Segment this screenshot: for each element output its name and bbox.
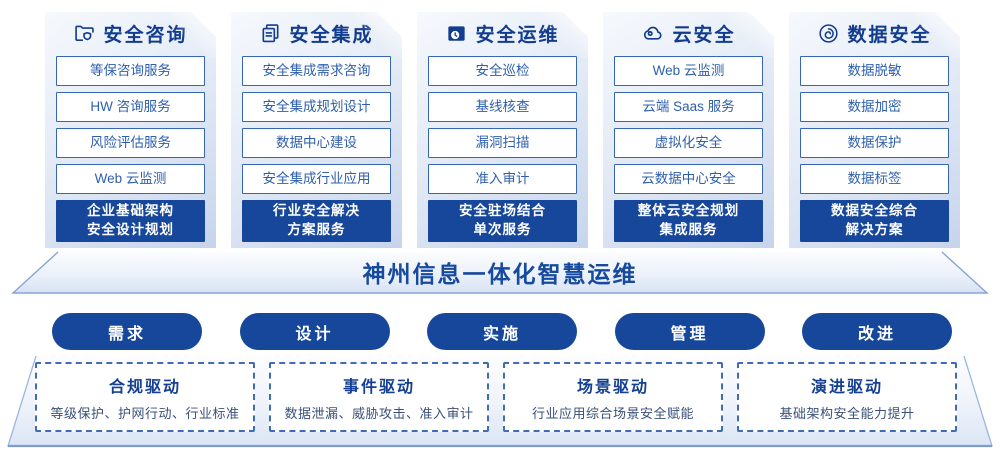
driver-desc: 数据泄漏、威胁攻击、准入审计 (284, 406, 474, 421)
driver-desc: 行业应用综合场景安全赋能 (531, 406, 694, 421)
highlight-line: 数据安全综合 (831, 203, 918, 219)
highlight-line: 安全驻场结合 (459, 203, 546, 219)
card-security-operations: 安全运维 安全巡检 基线核查 漏洞扫描 准入审计 安全驻场结合 单次服务 (417, 12, 588, 248)
service-item: Web 云监测 (614, 56, 763, 86)
highlight-line: 解决方案 (845, 222, 904, 237)
highlight-service: 行业安全解决 方案服务 (242, 200, 391, 242)
highlight-service: 企业基础架构 安全设计规划 (56, 200, 205, 242)
service-item: 数据脱敏 (800, 56, 949, 86)
folder-shield-icon (73, 22, 96, 45)
driver-desc: 等级保护、护网行动、行业标准 (50, 406, 240, 421)
highlight-service: 整体云安全规划 集成服务 (614, 200, 763, 242)
driver-title: 场景驱动 (576, 379, 649, 396)
service-item: 安全集成规划设计 (242, 92, 391, 122)
cloud-icon (641, 21, 665, 45)
cards-row: 安全咨询 等保咨询服务 HW 咨询服务 风险评估服务 Web 云监测 企业基础架… (45, 12, 960, 248)
data-spiral-icon (817, 22, 840, 45)
card-title: 安全集成 (289, 24, 374, 46)
card-title: 安全运维 (475, 24, 560, 46)
card-header: 安全咨询 (56, 16, 205, 50)
service-item: 基线核查 (428, 92, 577, 122)
pill-implementation: 实施 (427, 313, 577, 350)
drivers-row: 合规驱动 等级保护、护网行动、行业标准 事件驱动 数据泄漏、威胁攻击、准入审计 … (35, 362, 957, 432)
highlight-line: 整体云安全规划 (637, 203, 740, 219)
service-item: Web 云监测 (56, 164, 205, 194)
card-title: 数据安全 (847, 24, 932, 46)
service-item: 安全集成行业应用 (242, 164, 391, 194)
banner-platform-shape (11, 251, 989, 294)
card-data-security: 数据安全 数据脱敏 数据加密 数据保护 数据标签 数据安全综合 解决方案 (789, 12, 960, 248)
driver-event: 事件驱动 数据泄漏、威胁攻击、准入审计 (269, 362, 489, 432)
highlight-line: 单次服务 (473, 222, 532, 237)
service-item: 数据加密 (800, 92, 949, 122)
service-item: HW 咨询服务 (56, 92, 205, 122)
highlight-line: 集成服务 (659, 222, 718, 237)
documents-icon (259, 22, 282, 45)
driver-title: 演进驱动 (810, 379, 883, 396)
service-item: 安全集成需求咨询 (242, 56, 391, 86)
card-header: 数据安全 (800, 16, 949, 50)
pill-improvement: 改进 (802, 313, 952, 350)
card-security-integration: 安全集成 安全集成需求咨询 安全集成规划设计 数据中心建设 安全集成行业应用 行… (231, 12, 402, 248)
pill-design: 设计 (239, 313, 390, 350)
pill-management: 管理 (614, 313, 765, 350)
driver-evolution: 演进驱动 基础架构安全能力提升 (737, 362, 957, 432)
driver-desc: 基础架构安全能力提升 (779, 406, 915, 421)
service-item: 虚拟化安全 (614, 128, 763, 158)
service-item: 数据保护 (800, 128, 949, 158)
highlight-service: 安全驻场结合 单次服务 (428, 200, 577, 242)
service-item: 数据标签 (800, 164, 949, 194)
highlight-line: 安全设计规划 (87, 222, 174, 237)
card-title: 安全咨询 (103, 24, 188, 46)
driver-compliance: 合规驱动 等级保护、护网行动、行业标准 (35, 362, 255, 432)
service-item: 云数据中心安全 (614, 164, 763, 194)
service-item: 安全巡检 (428, 56, 577, 86)
service-item: 云端 Saas 服务 (614, 92, 763, 122)
card-security-consulting: 安全咨询 等保咨询服务 HW 咨询服务 风险评估服务 Web 云监测 企业基础架… (45, 12, 216, 248)
card-header: 云安全 (614, 16, 763, 50)
card-cloud-security: 云安全 Web 云监测 云端 Saas 服务 虚拟化安全 云数据中心安全 整体云… (603, 12, 774, 248)
driver-title: 合规驱动 (108, 379, 181, 396)
folder-clock-icon (445, 22, 468, 45)
card-header: 安全集成 (242, 16, 391, 50)
service-item: 准入审计 (428, 164, 577, 194)
highlight-line: 行业安全解决 (273, 203, 360, 219)
service-item: 漏洞扫描 (428, 128, 577, 158)
card-header: 安全运维 (428, 16, 577, 50)
service-item: 等保咨询服务 (56, 56, 205, 86)
process-pills-row: 需求 设计 实施 管理 改进 (52, 313, 952, 350)
driver-title: 事件驱动 (342, 379, 415, 396)
banner-title: 神州信息一体化智慧运维 (362, 261, 638, 287)
driver-scenario: 场景驱动 行业应用综合场景安全赋能 (503, 362, 723, 432)
highlight-line: 方案服务 (287, 222, 346, 237)
service-item: 数据中心建设 (242, 128, 391, 158)
card-title: 云安全 (672, 24, 736, 46)
pill-requirement: 需求 (52, 313, 202, 350)
service-item: 风险评估服务 (56, 128, 205, 158)
highlight-service: 数据安全综合 解决方案 (800, 200, 949, 242)
highlight-line: 企业基础架构 (87, 203, 174, 219)
